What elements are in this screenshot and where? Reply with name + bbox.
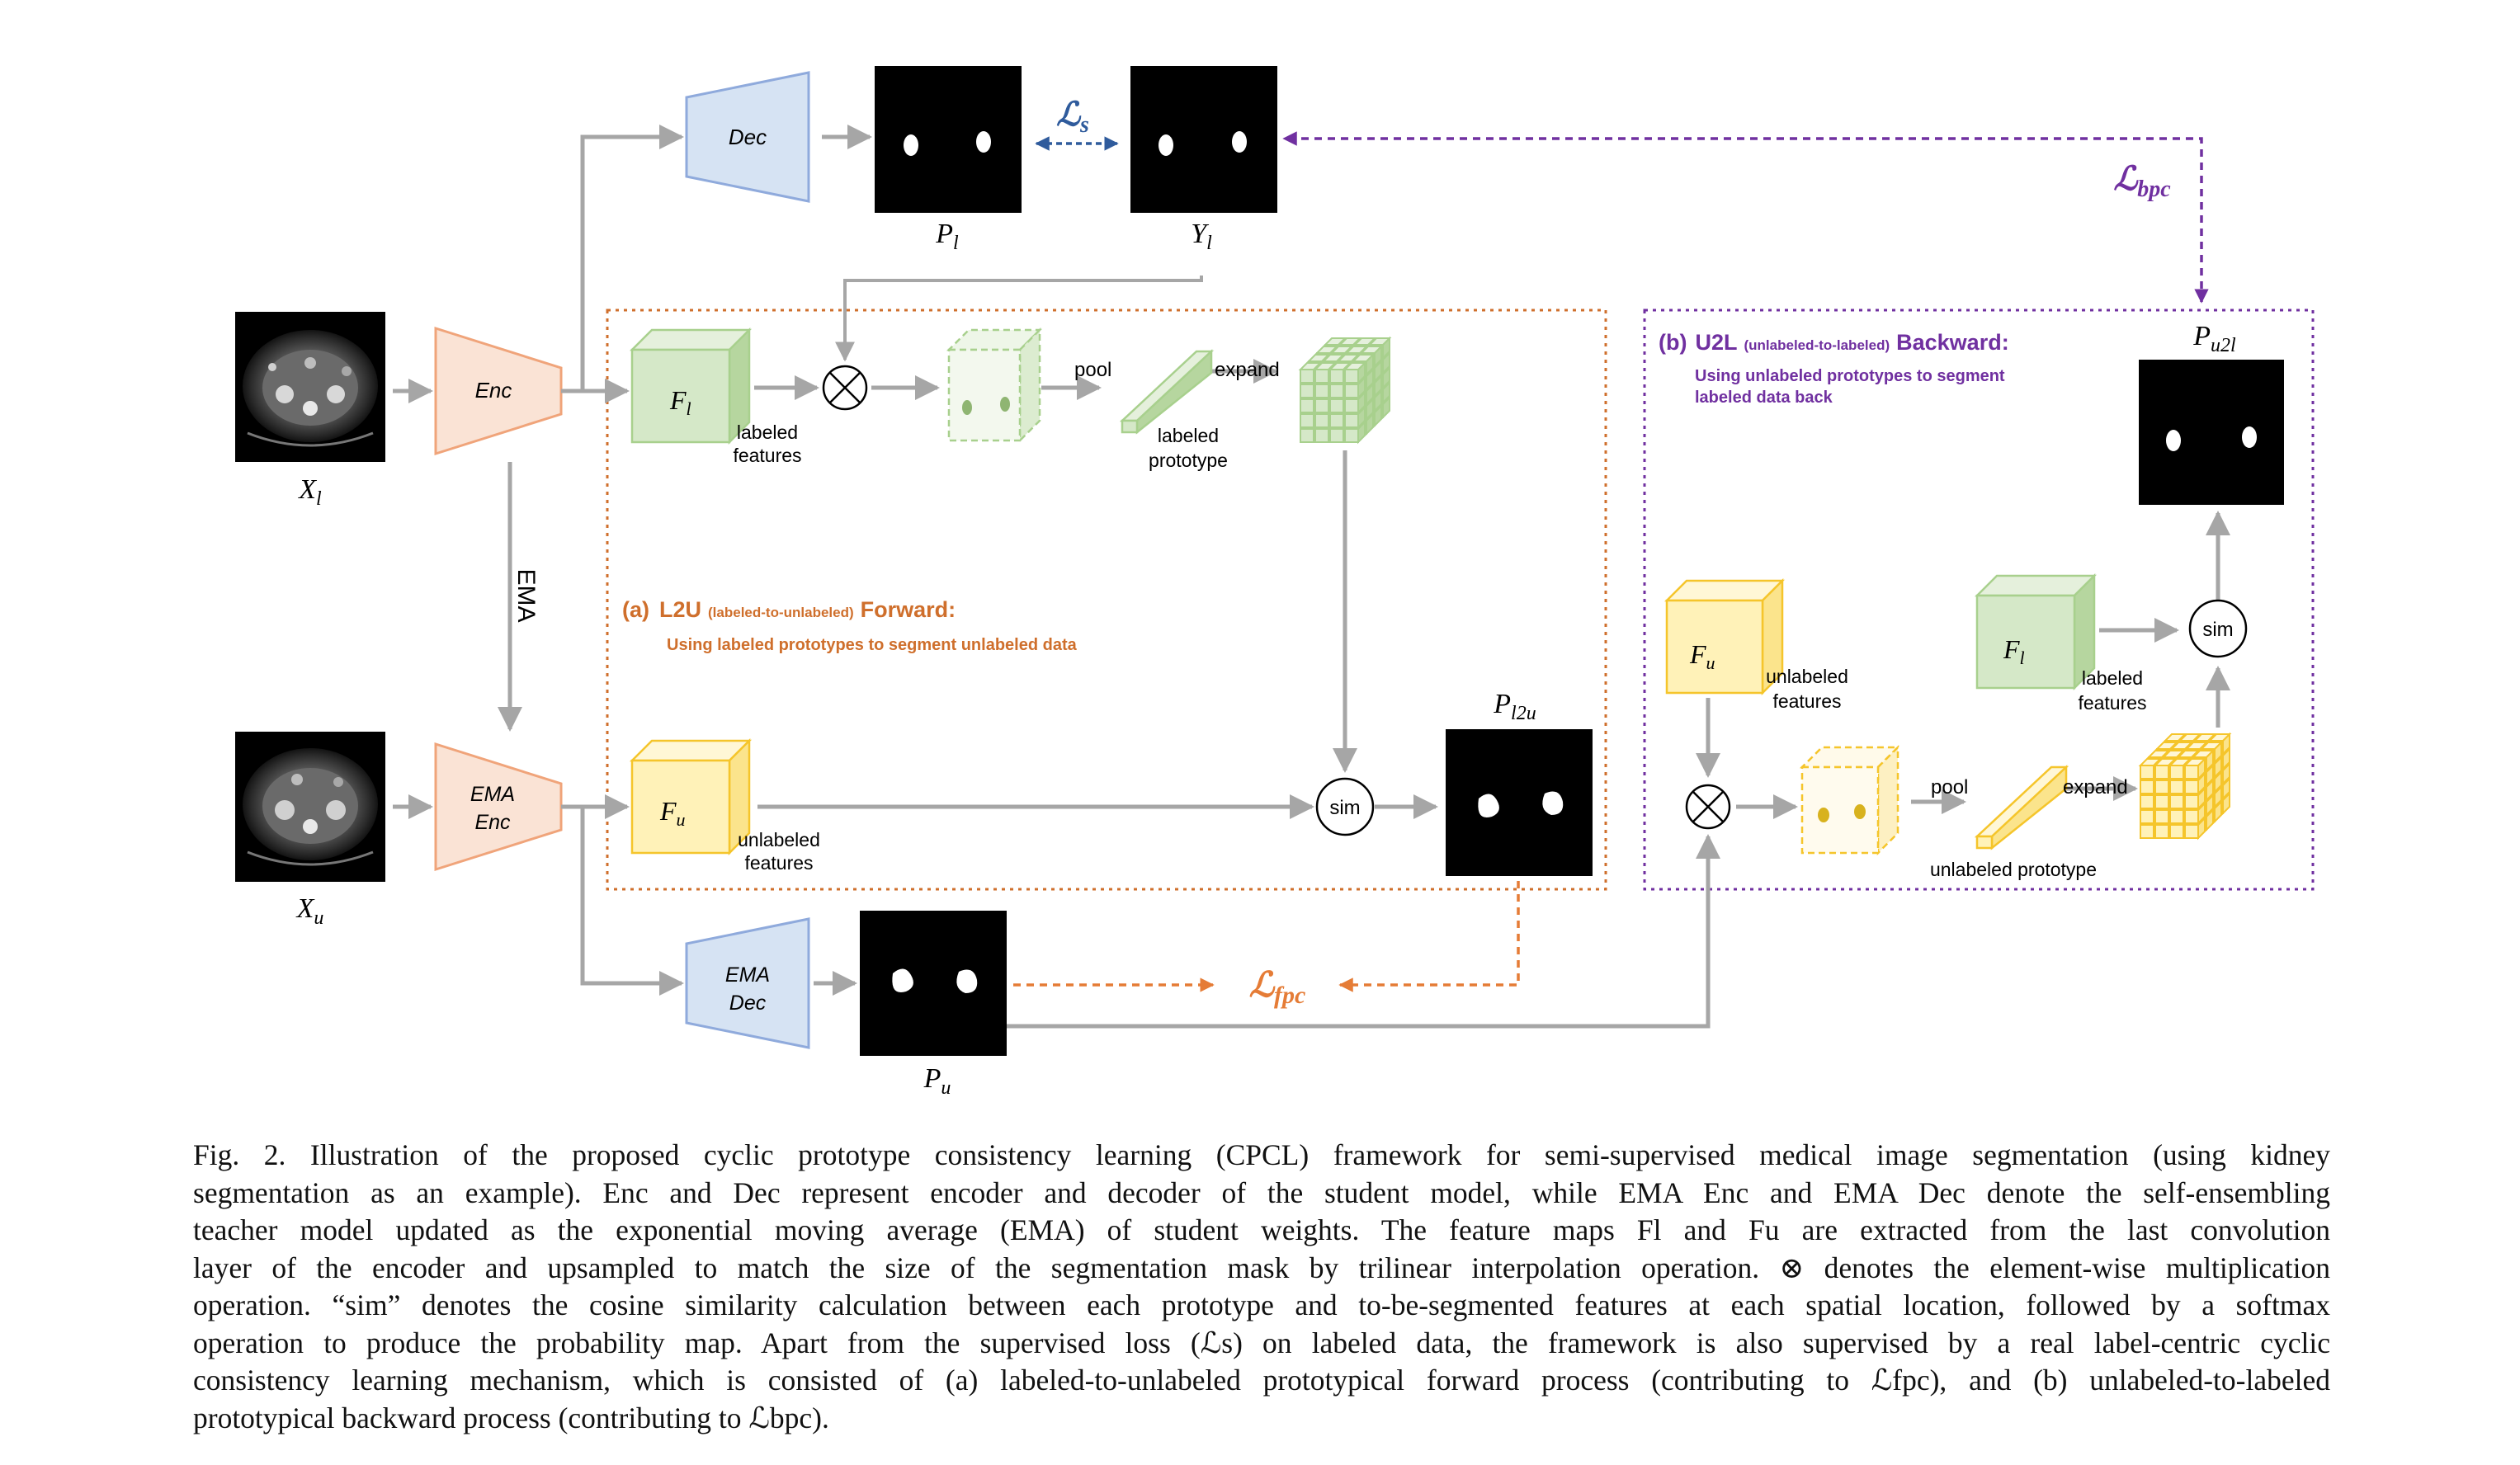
forward-panel-box	[606, 309, 1607, 891]
caption-line: operation. “sim” denotes the cosine simi…	[193, 1288, 2330, 1321]
labeled-features-caption-line1: labeled	[737, 422, 798, 443]
labeled-feature-cube-backward	[1974, 572, 2098, 691]
expanded-unlabeled-prototypes	[2138, 732, 2232, 841]
unlabeled-prototype-bar	[1974, 765, 2069, 850]
caption-line: operation to produce the probability map…	[193, 1326, 2330, 1359]
expand-label-forward: expand	[1215, 359, 1280, 381]
decoder-label: Dec	[729, 125, 767, 149]
pool-label-forward: pool	[1074, 359, 1111, 381]
masked-unlabeled-cube	[1799, 744, 1901, 856]
pred-l2u-label: Pl2u	[1493, 689, 1536, 724]
pred-labeled-mask	[875, 66, 1022, 213]
multiply-op-backward	[1685, 784, 1731, 830]
pool-label-backward: pool	[1931, 776, 1968, 798]
ema-decoder-label-line2: Dec	[729, 992, 767, 1015]
caption-line: teacher model updated as the exponential…	[193, 1213, 2330, 1246]
expanded-labeled-prototypes	[1298, 336, 1392, 445]
unlabeled-feature-cube-backward	[1663, 577, 1786, 696]
labeled-feature-label: Fl	[669, 385, 691, 419]
labeled-features-caption-line2: features	[733, 445, 801, 466]
caption-line: segmentation as an example). Enc and Dec…	[193, 1175, 2330, 1209]
caption-line: layer of the encoder and upsampled to ma…	[193, 1251, 2330, 1284]
labeled-feature-cube	[629, 327, 753, 445]
sim-op-forward: sim	[1315, 777, 1375, 836]
pred-u2l-label: Pu2l	[2192, 321, 2236, 356]
caption-line: consistency learning mechanism, which is…	[193, 1364, 2330, 1397]
expand-label-backward: expand	[2063, 776, 2128, 798]
labeled-prototype-line1: labeled	[1158, 425, 1219, 446]
encoder-block	[434, 326, 563, 456]
labeled-input-label: Xl	[297, 474, 322, 510]
decoder-block	[685, 71, 810, 203]
unlabeled-feature-label-backward: Fu	[1689, 639, 1715, 673]
ema-encoder-block	[434, 742, 563, 872]
labeled-prototype-bar	[1119, 349, 1215, 435]
pred-unlabeled-label: Pu	[923, 1063, 951, 1099]
unlabeled-feature-label: Fu	[659, 796, 686, 830]
arrow-enc-to-dec	[561, 125, 684, 393]
forward-panel-desc: Using labeled prototypes to segment unla…	[667, 636, 1078, 654]
pred-labeled-label: Pl	[935, 219, 959, 254]
unlabeled-features-backward-line1: unlabeled	[1766, 666, 1848, 687]
caption-line: prototypical backward process (contribut…	[193, 1401, 829, 1434]
backward-panel-desc-line2: labeled data back	[1695, 389, 1833, 407]
unlabeled-features-backward-line2: features	[1772, 690, 1841, 712]
ema-arrow-label: EMA	[512, 568, 540, 622]
multiply-op-forward	[822, 365, 868, 411]
svg-text:sim: sim	[2202, 619, 2233, 641]
labeled-ct-image	[235, 312, 385, 462]
loss-s-label: ℒs	[1056, 96, 1089, 138]
cpcl-framework-diagram: Xl Xu Enc EMA Enc Dec EMA Dec EMA	[235, 66, 2315, 1099]
labeled-feature-label-backward: Fl	[2003, 634, 2025, 668]
ema-encoder-label-line2: Enc	[474, 811, 511, 834]
unlabeled-input-label: Xu	[295, 893, 324, 929]
forward-panel-title: (a)L2U(labeled-to-unlabeled)Forward:	[622, 597, 956, 622]
sim-op-backward: sim	[2188, 599, 2248, 658]
ema-decoder-block	[685, 917, 810, 1049]
unlabeled-feature-cube	[629, 737, 753, 856]
loss-bpc-label: ℒbpc	[2113, 160, 2171, 202]
arrow-emaenc-to-emadec	[561, 804, 684, 996]
masked-labeled-cube	[946, 327, 1043, 444]
backward-panel-title: (b)U2L(unlabeled-to-labeled)Backward:	[1659, 330, 2009, 355]
labeled-features-backward-line2: features	[2078, 692, 2146, 714]
figure-caption: Fig. 2. Illustration of the proposed cyc…	[193, 1137, 2330, 1437]
svg-text:sim: sim	[1329, 797, 1360, 819]
unlabeled-features-caption-line1: unlabeled	[738, 829, 820, 850]
ground-truth-label: Yl	[1191, 219, 1212, 254]
caption-line: Fig. 2. Illustration of the proposed cyc…	[193, 1138, 2330, 1171]
unlabeled-features-caption-line2: features	[744, 852, 813, 874]
unlabeled-ct-image	[235, 732, 385, 882]
labeled-prototype-line2: prototype	[1149, 450, 1228, 471]
loss-bpc-arrow	[1282, 131, 2209, 304]
backward-panel-box	[1643, 309, 2315, 891]
ema-encoder-label-line1: EMA	[470, 783, 515, 806]
backward-panel-desc-line1: Using unlabeled prototypes to segment	[1695, 367, 2005, 385]
pred-unlabeled-mask	[860, 911, 1007, 1056]
pred-u2l-mask	[2139, 360, 2284, 505]
ema-decoder-label-line1: EMA	[725, 963, 770, 987]
ground-truth-mask	[1130, 66, 1277, 213]
encoder-label: Enc	[475, 378, 512, 403]
loss-fpc-arrow-from-pl2u	[1338, 881, 1520, 992]
unlabeled-prototype-label: unlabeled prototype	[1930, 859, 2097, 880]
loss-fpc-label: ℒfpc	[1249, 967, 1306, 1009]
pred-l2u-mask	[1446, 729, 1593, 876]
labeled-features-backward-line1: labeled	[2082, 667, 2143, 689]
